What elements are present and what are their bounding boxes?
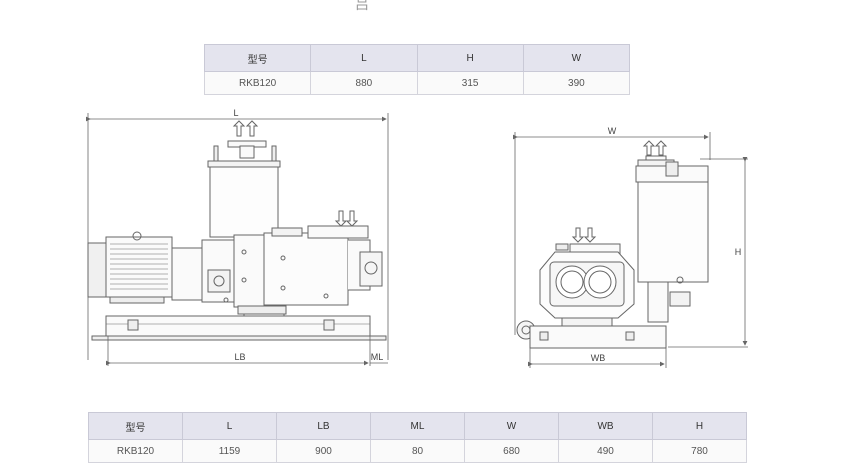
- dim-label-L: L: [233, 108, 238, 118]
- header-cell: W: [464, 412, 559, 440]
- table-cell: 880: [310, 71, 418, 95]
- table-cell: 390: [522, 71, 631, 95]
- side-view: L: [86, 108, 389, 366]
- table-cell: 80: [370, 439, 465, 463]
- table-cell: 780: [652, 439, 747, 463]
- table-cell: RKB120: [88, 439, 183, 463]
- dim-label-LB: LB: [234, 352, 245, 362]
- header-cell: ML: [370, 412, 465, 440]
- table-cell: 900: [276, 439, 371, 463]
- top-spec-table: 型号 L H W RKB120 880 315 390: [203, 44, 631, 95]
- inlet-arrows: [334, 210, 359, 227]
- motor: [87, 231, 205, 304]
- header-cell: H: [652, 412, 747, 440]
- bottom-spec-table: 型号 L LB ML W WB H RKB120 1159 900 80 680…: [88, 412, 747, 463]
- end-silencer-tank: [635, 155, 709, 323]
- cropped-heading-glyph: 吕: [355, 0, 369, 12]
- end-outlet-arrows: [642, 140, 668, 156]
- dim-label-H: H: [735, 247, 742, 257]
- outlet-arrows: [232, 120, 259, 137]
- end-base-frame: [529, 325, 667, 349]
- end-pump-housing: [539, 243, 635, 329]
- table-cell: 315: [416, 71, 524, 95]
- bottom-spec-header-row: 型号 L LB ML W WB H: [88, 412, 747, 440]
- header-cell: H: [416, 44, 524, 72]
- header-cell: L: [182, 412, 277, 440]
- pump-body: [201, 225, 383, 330]
- dim-label-W: W: [608, 126, 617, 136]
- top-spec-header-row: 型号 L H W: [203, 44, 631, 72]
- header-cell: 型号: [88, 412, 183, 440]
- dim-label-ML: ML: [371, 352, 384, 362]
- header-cell: WB: [558, 412, 653, 440]
- end-inlet-arrows: [571, 227, 597, 243]
- table-cell: 1159: [182, 439, 277, 463]
- table-row: RKB120 1159 900 80 680 490 780: [88, 439, 747, 463]
- header-cell: W: [522, 44, 631, 72]
- header-cell: LB: [276, 412, 371, 440]
- table-cell: RKB120: [203, 71, 312, 95]
- header-cell: L: [310, 44, 418, 72]
- table-cell: 490: [558, 439, 653, 463]
- base-frame: [91, 315, 387, 341]
- end-view: W H: [513, 126, 748, 368]
- dim-label-WB: WB: [591, 353, 606, 363]
- table-row: RKB120 880 315 390: [203, 71, 631, 95]
- silencer-tank: [207, 140, 281, 238]
- table-cell: 680: [464, 439, 559, 463]
